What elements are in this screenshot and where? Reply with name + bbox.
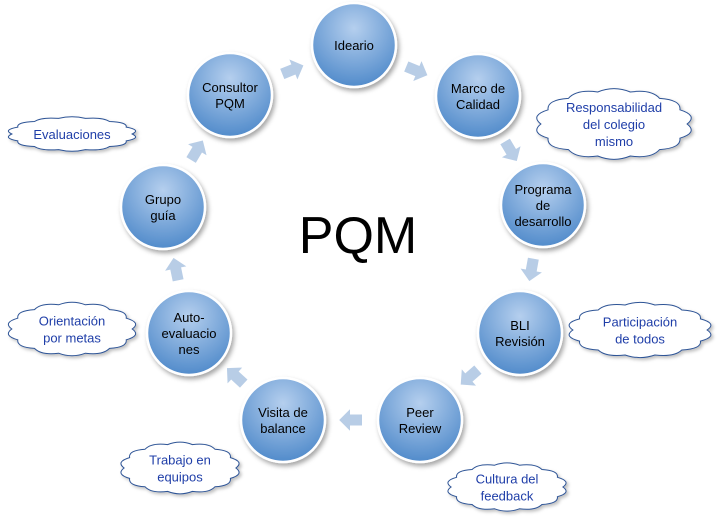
cloud-label-line: del colegio: [583, 117, 645, 132]
center-title: PQM: [299, 207, 417, 265]
cycle-arrows: [162, 57, 545, 434]
cloud-trabajo: Trabajo en equipos: [120, 441, 240, 495]
cycle-arrow: [225, 366, 249, 390]
cloud-label-line: Trabajo en: [149, 453, 211, 468]
node-label-line: nes: [179, 342, 200, 357]
cloud-participacion: Participación de todos: [568, 301, 712, 359]
node-ideario: Ideario: [310, 1, 398, 89]
node-label-line: Peer: [406, 405, 434, 420]
cycle-arrow: [278, 57, 305, 83]
node-label-line: Programa: [514, 182, 572, 197]
cloud-label-line: feedback: [481, 489, 534, 504]
cloud-responsabilidad: Responsabilidad del colegio mismo: [536, 88, 692, 160]
cloud-label-line: Cultura del: [476, 472, 539, 487]
node-label-line: Auto-: [173, 310, 204, 325]
cloud-label-line: Evaluaciones: [33, 127, 111, 142]
node-label-line: BLI: [510, 318, 530, 333]
node-label-line: Revisión: [495, 334, 545, 349]
cycle-arrow: [459, 364, 483, 387]
cloud-cultura: Cultura del feedback: [447, 462, 567, 512]
node-label-line: Consultor: [202, 80, 258, 95]
node-label-line: de: [536, 198, 550, 213]
node-label-line: Review: [399, 421, 442, 436]
cycle-arrow: [499, 137, 523, 163]
cloud-label-line: Orientación: [39, 314, 105, 329]
cloud-label-line: mismo: [595, 134, 633, 149]
cycle-arrow: [185, 139, 209, 165]
cycle-arrow: [162, 256, 189, 283]
annotation-clouds: Evaluaciones Responsabilidad del colegio mi…: [7, 88, 712, 512]
cycle-arrow: [518, 256, 545, 283]
node-label-line: Grupo: [145, 192, 181, 207]
cloud-label-line: Participación: [603, 315, 677, 330]
node-label-line: desarrollo: [514, 214, 571, 229]
node-label-line: PQM: [215, 96, 245, 111]
node-label-line: Ideario: [334, 38, 374, 53]
node-label-line: Calidad: [456, 97, 500, 112]
cloud-label-line: equipos: [157, 470, 203, 485]
node-label-line: Visita de: [258, 405, 308, 420]
node-label-line: guía: [150, 208, 176, 223]
node-label-line: evaluacio: [162, 326, 217, 341]
cycle-arrow: [337, 406, 363, 434]
cycle-arrow: [402, 58, 429, 83]
cloud-label-line: por metas: [43, 331, 101, 346]
node-label-line: balance: [260, 421, 306, 436]
cloud-orientacion: Orientación por metas: [7, 301, 137, 357]
node-label-line: Marco de: [451, 81, 505, 96]
cloud-label-line: de todos: [615, 332, 665, 347]
cloud-evaluaciones: Evaluaciones: [7, 116, 137, 152]
cloud-label-line: Responsabilidad: [566, 100, 662, 115]
